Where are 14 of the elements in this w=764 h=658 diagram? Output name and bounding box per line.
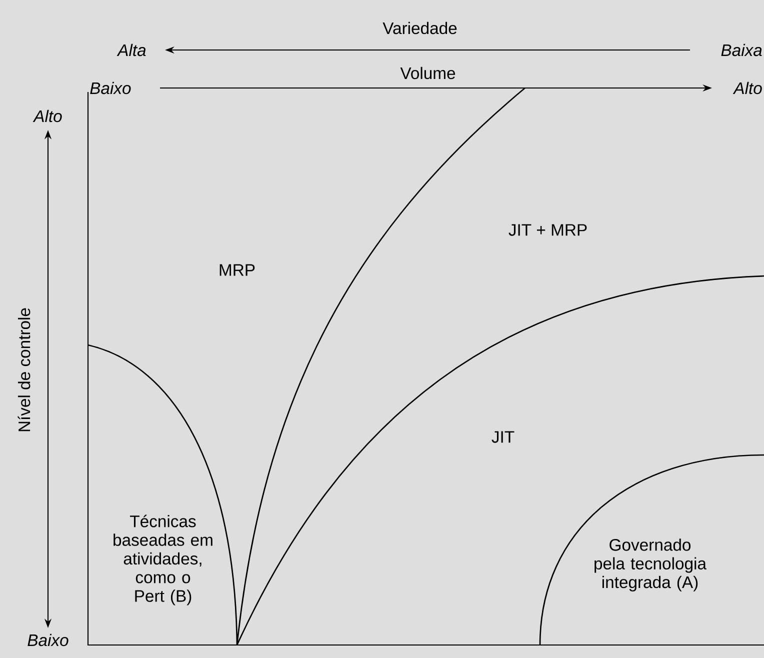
- axis-label: Alta: [116, 44, 146, 56]
- region-label: MRP: [220, 264, 255, 276]
- region-label: JIT: [492, 431, 514, 443]
- axis-label: Baixo: [90, 82, 131, 94]
- region-label: Técnicas baseadas em atividades, como o Pert (B): [114, 514, 212, 606]
- region-label: JIT + MRP: [508, 224, 587, 236]
- axis-label: Variedade: [382, 22, 457, 34]
- axis-label: Alto: [32, 110, 62, 122]
- axis-label: Baixo: [28, 634, 68, 646]
- axis-label: Volume: [400, 66, 456, 80]
- axis-label: Alto: [732, 82, 762, 94]
- axis-label: Nível de controle: [18, 308, 30, 432]
- region-label: Governado pela tecnologia integrada (A): [594, 538, 706, 592]
- axis-label: Baixa: [721, 44, 762, 56]
